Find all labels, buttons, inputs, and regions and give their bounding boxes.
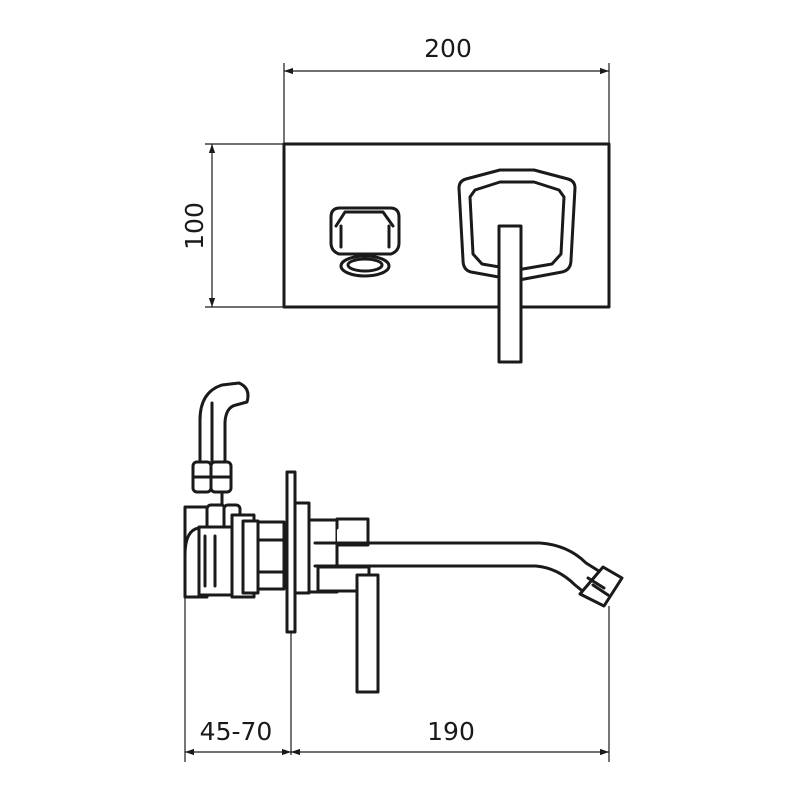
plate-flange xyxy=(293,501,311,595)
dimension-label-spout-reach: 190 xyxy=(427,717,475,746)
side-view xyxy=(183,381,624,755)
dimension-label-width: 200 xyxy=(424,34,472,63)
dimension-wall-depth: 45-70 xyxy=(184,597,291,762)
valve-body xyxy=(183,505,286,599)
dimension-width: 200 xyxy=(283,34,610,143)
wall-plate xyxy=(282,142,611,309)
lever xyxy=(497,224,523,364)
front-view xyxy=(282,142,611,364)
spout-arm xyxy=(313,541,624,608)
side-lever xyxy=(355,573,380,694)
spout-outlet xyxy=(329,206,401,278)
control-body xyxy=(307,517,380,694)
dimension-height: 100 xyxy=(180,143,284,308)
dimension-label-height: 100 xyxy=(180,202,209,250)
mixer-handle xyxy=(457,168,577,364)
dimension-spout-reach: 190 xyxy=(291,606,610,762)
dimension-label-wall-depth: 45-70 xyxy=(200,717,273,746)
